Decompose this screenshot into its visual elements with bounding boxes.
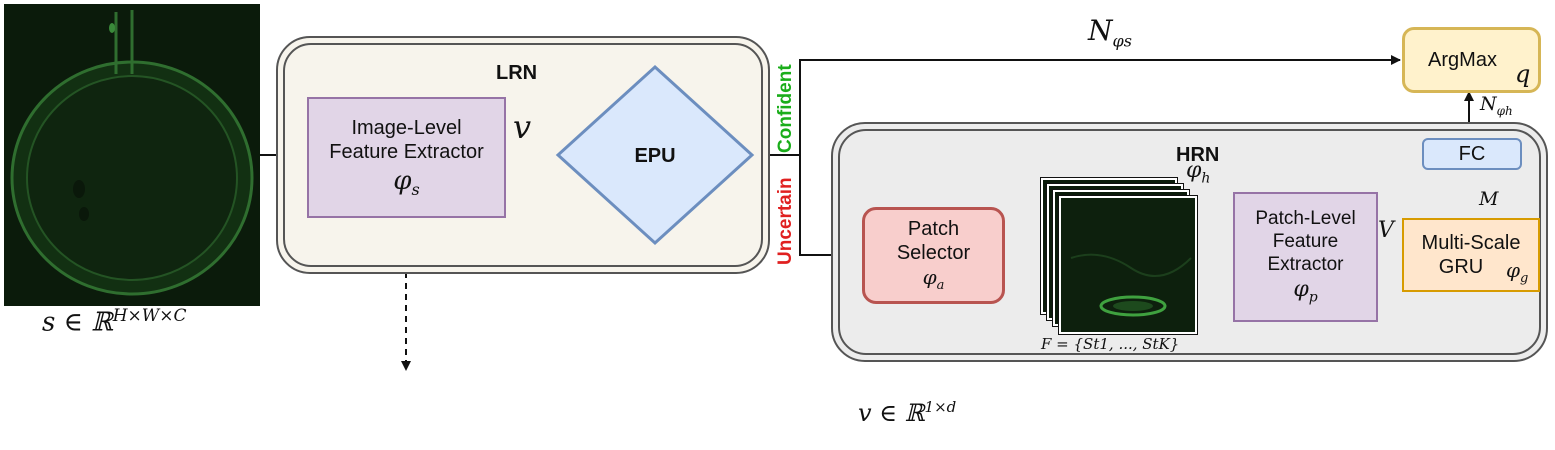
argmax-node: ArgMax	[1402, 27, 1541, 93]
patch-image	[1058, 195, 1198, 335]
patch-extractor-line3: Extractor	[1267, 253, 1344, 275]
skip-feature-label: v ∈ ℝ1×d	[858, 398, 957, 427]
gru-line1: Multi-Scale	[1421, 232, 1521, 254]
patch-extractor-line2: Feature	[1272, 231, 1339, 252]
q-label: q	[1515, 60, 1531, 88]
feature-v-label: v	[513, 108, 532, 146]
extractor-line2: Feature Extractor	[329, 140, 484, 163]
patch-extractor-symbol: φp	[1293, 276, 1318, 305]
fc-label: FC	[1458, 143, 1486, 165]
epu-diamond	[555, 64, 755, 246]
arrow-confident-to-argmax	[752, 55, 1401, 156]
selector-line1: Patch	[907, 218, 960, 241]
m-label: M	[1479, 188, 1499, 210]
image-level-feature-extractor: Image-Level Feature Extractor φs	[307, 97, 506, 218]
argmax-label: ArgMax	[1428, 49, 1497, 71]
multi-scale-gru: Multi-Scale GRU	[1402, 218, 1540, 292]
epu-label: EPU	[634, 145, 676, 167]
n-phi-s-label: Nφs	[1088, 14, 1132, 51]
extractor-line1: Image-Level	[351, 116, 462, 139]
patch-extractor-line1: Patch-Level	[1255, 208, 1356, 230]
patch-stack	[1040, 177, 1201, 336]
patch-set-label: F = {St1, ..., StK}	[1041, 335, 1180, 353]
gru-line2: GRU	[1438, 256, 1484, 278]
uncertain-label: Uncertain	[775, 177, 796, 265]
patch-feature-label: V	[1378, 218, 1394, 243]
patch-selector: Patch Selector φa	[862, 207, 1005, 304]
input-slide-image	[4, 4, 260, 306]
input-space-label: s ∈ ℝH×W×C	[42, 306, 187, 338]
hrn-title: HRN	[1176, 144, 1220, 166]
stack-symbol: φh	[1186, 158, 1211, 187]
selector-symbol: φa	[922, 265, 945, 294]
gru-symbol: φg	[1506, 258, 1529, 286]
fc-node: FC	[1422, 138, 1522, 170]
n-phi-h-label: Nφh	[1480, 93, 1513, 118]
confident-label: Confident	[775, 64, 796, 153]
lrn-title: LRN	[496, 62, 538, 84]
selector-line2: Selector	[896, 242, 971, 265]
patch-level-feature-extractor: Patch-Level Feature Extractor φp	[1233, 192, 1378, 322]
extractor-symbol: φs	[393, 165, 420, 199]
